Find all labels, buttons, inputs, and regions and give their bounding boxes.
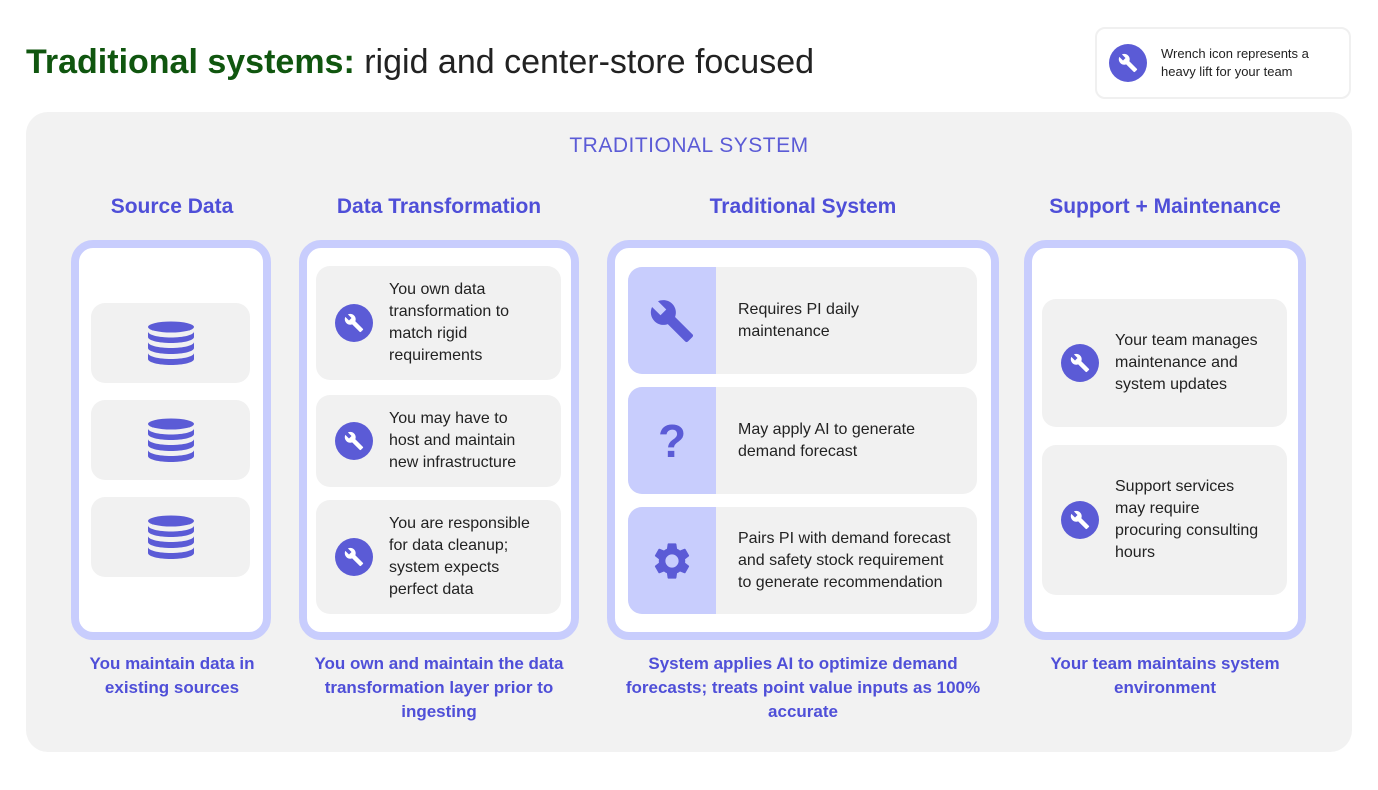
column-heading-data-transformation: Data Transformation	[336, 195, 542, 218]
gear-icon	[628, 507, 716, 614]
system-card: Requires PI daily maintenance	[628, 267, 977, 374]
source-data-card	[91, 497, 250, 577]
wrench-icon	[335, 538, 373, 576]
support-card-text: Your team manages maintenance and system…	[1115, 332, 1258, 393]
legend-box: Wrench icon represents a heavy lift for …	[1095, 27, 1351, 99]
system-card-text: Requires PI daily maintenance	[738, 300, 859, 340]
system-card: Pairs PI with demand forecast and safety…	[628, 507, 977, 614]
column-footer-traditional-system: System applies AI to optimize demand for…	[625, 654, 981, 721]
transformation-card: You are responsible for data cleanup; sy…	[316, 500, 561, 614]
legend-text: Wrench icon represents a heavy lift for …	[1161, 46, 1309, 79]
system-card: ? May apply AI to generate demand foreca…	[628, 387, 977, 494]
panel-title: TRADITIONAL SYSTEM	[569, 134, 809, 157]
support-card-text: Support services may require procuring c…	[1115, 478, 1259, 561]
support-card: Support services may require procuring c…	[1042, 445, 1287, 595]
wrench-icon	[335, 304, 373, 342]
transformation-card-text: You own data transformation to match rig…	[389, 281, 510, 364]
wrench-icon	[1061, 344, 1099, 382]
column-heading-source-data: Source Data	[110, 195, 234, 218]
source-data-card	[91, 400, 250, 480]
wrench-icon	[1109, 44, 1147, 82]
database-icon	[147, 418, 195, 462]
support-card: Your team manages maintenance and system…	[1042, 299, 1287, 427]
transformation-card: You own data transformation to match rig…	[316, 266, 561, 380]
system-card-text: May apply AI to generate demand forecast	[738, 420, 915, 460]
system-card-text: Pairs PI with demand forecast and safety…	[738, 529, 951, 591]
transformation-card-text: You are responsible for data cleanup; sy…	[389, 515, 530, 598]
page-title-strong: Traditional systems:	[26, 43, 355, 81]
column-footer-support-maintenance: Your team maintains system environment	[1050, 654, 1280, 697]
page-title-rest: rigid and center-store focused	[364, 43, 815, 81]
wrench-icon	[1061, 501, 1099, 539]
column-heading-support-maintenance: Support + Maintenance	[1049, 195, 1281, 218]
transformation-card-text: You may have to host and maintain new in…	[389, 410, 517, 471]
page-title: Traditional systems: rigid and center-st…	[26, 42, 814, 82]
wrench-icon	[335, 422, 373, 460]
transformation-card: You may have to host and maintain new in…	[316, 395, 561, 487]
database-icon	[147, 321, 195, 365]
column-heading-traditional-system: Traditional System	[709, 195, 897, 218]
question-mark-icon: ?	[628, 387, 716, 494]
column-footer-source-data: You maintain data in existing sources	[89, 654, 255, 697]
column-footer-data-transformation: You own and maintain the data transforma…	[314, 654, 564, 721]
source-data-card	[91, 303, 250, 383]
database-icon	[147, 515, 195, 559]
wrench-icon	[628, 267, 716, 374]
